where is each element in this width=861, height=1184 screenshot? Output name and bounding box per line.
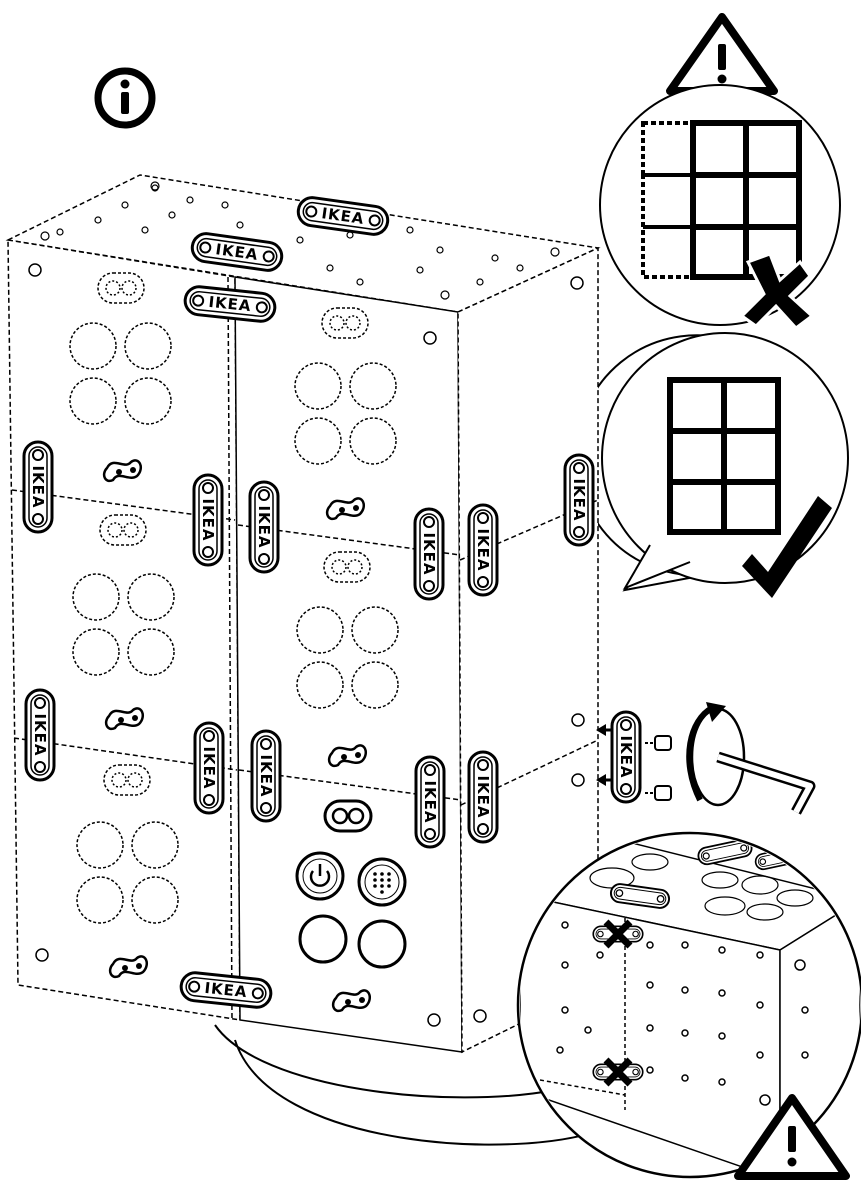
clip-mid-lower-right: IKEA [250, 729, 282, 823]
info-icon [94, 67, 156, 129]
clip-front-bottom: IKEA [178, 969, 274, 1011]
clip-label: IKEA [199, 498, 217, 541]
clip-label: IKEA [31, 713, 49, 756]
check-mark-icon [742, 496, 832, 598]
wrong-stacking-bubble [599, 84, 841, 331]
cabinet-stack [5, 174, 601, 1054]
warning-icon [734, 1094, 850, 1180]
clip-mid-upper-right: IKEA [248, 480, 280, 574]
clip-right-upper: IKEA [413, 507, 445, 601]
clip-left-upper: IKEA [22, 440, 54, 534]
cross-mark-icon [603, 919, 633, 949]
clip-left-lower: IKEA [24, 688, 56, 782]
correct-stacking-bubble [575, 332, 849, 598]
clip-top-back: IKEA [294, 194, 392, 238]
keypad-icon [357, 857, 407, 907]
clip-label: IKEA [421, 780, 439, 823]
clip-label: IKEA [257, 754, 275, 797]
detail-callout-tail [214, 1024, 601, 1146]
clip-right-lower: IKEA [414, 755, 446, 849]
clip-top-front: IKEA [188, 230, 286, 274]
rotate-arrow-icon [686, 702, 746, 807]
detail-zoom-bubble [516, 831, 861, 1179]
clip-side-upper-left: IKEA [467, 503, 499, 597]
control-panel [295, 799, 407, 969]
clip-mid-lower-left: IKEA [193, 721, 225, 815]
clip-detached: IKEA [610, 710, 642, 804]
warning-icon [666, 13, 778, 95]
allen-key-icon [716, 751, 816, 815]
clip-front-top: IKEA [182, 283, 278, 325]
clip-label: IKEA [204, 979, 249, 1001]
power-icon [295, 851, 345, 901]
clip-label: IKEA [255, 505, 273, 548]
clip-label: IKEA [214, 240, 259, 264]
clip-label: IKEA [208, 293, 253, 315]
clip-label: IKEA [200, 746, 218, 789]
clip-mid-upper-left: IKEA [192, 473, 224, 567]
clip-label: IKEA [474, 775, 492, 818]
clip-label: IKEA [320, 204, 365, 228]
clip-label: IKEA [420, 532, 438, 575]
clip-label: IKEA [570, 478, 588, 521]
cross-mark-icon [739, 252, 815, 331]
clip-side-upper-right: IKEA [563, 453, 595, 547]
cross-mark-icon [603, 1057, 633, 1087]
screw-fastening-detail [596, 702, 816, 815]
clip-label: IKEA [29, 465, 47, 508]
clip-label: IKEA [474, 528, 492, 571]
clip-label: IKEA [617, 735, 635, 778]
clip-side-lower-left: IKEA [467, 750, 499, 844]
